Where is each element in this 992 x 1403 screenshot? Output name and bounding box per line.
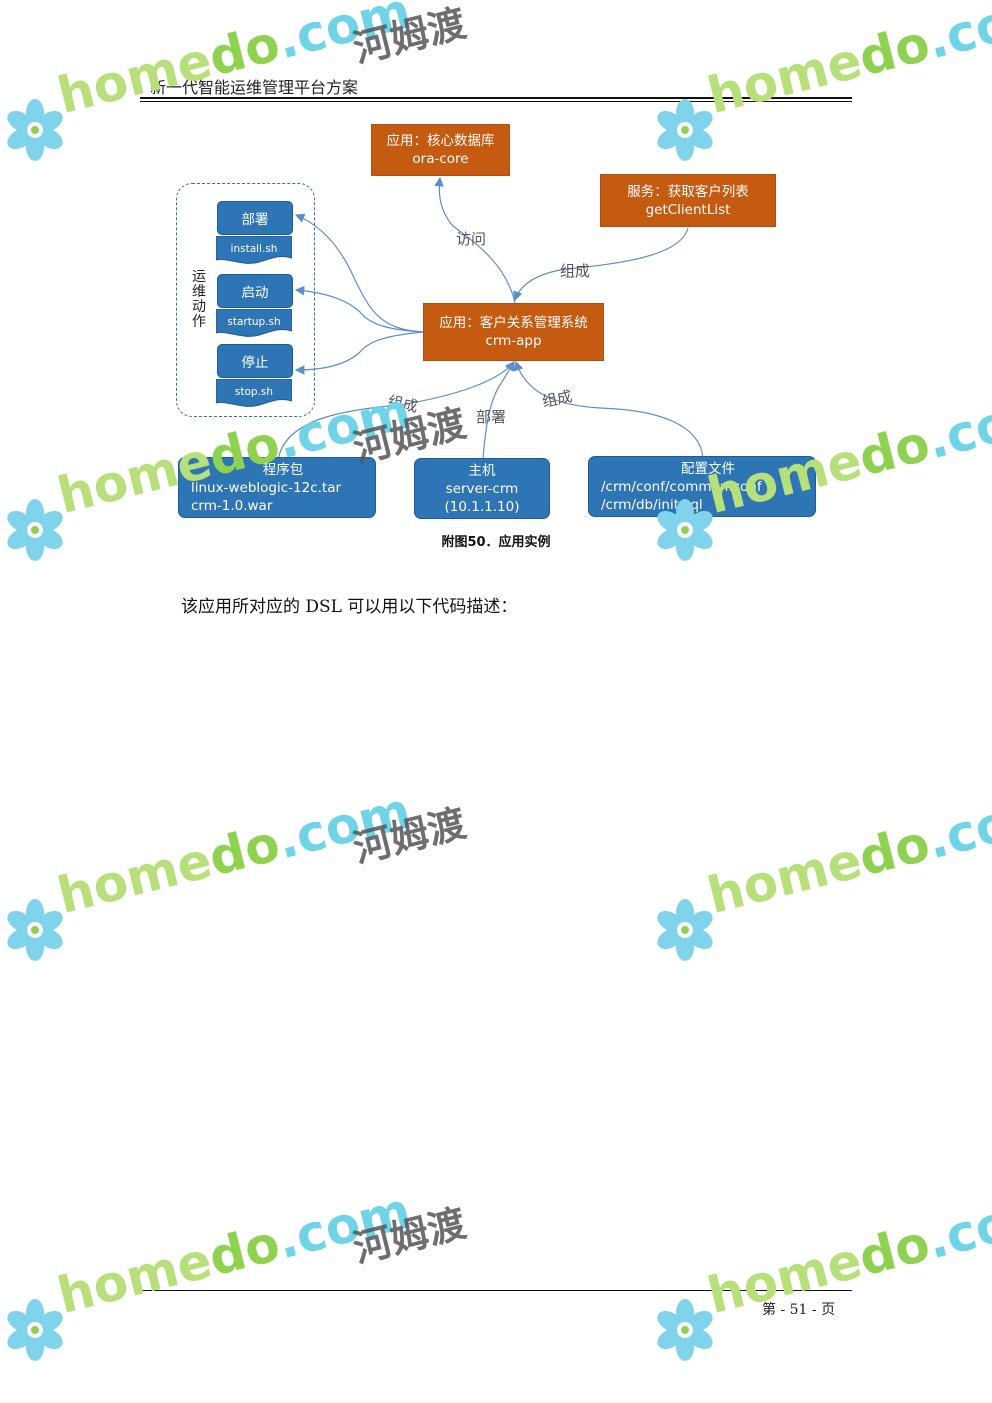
page-number: 第 - 51 - 页: [762, 1302, 836, 1318]
edge-to-deploy: [294, 213, 425, 333]
service-box: 服务：获取客户列表 getClientList: [600, 174, 776, 227]
startup-action: 启动: [217, 274, 293, 308]
package-title: 程序包: [262, 461, 304, 478]
ops-actions-title: 运维动作: [192, 269, 206, 330]
service-title: 服务：获取客户列表: [627, 183, 749, 200]
edge-to-stop: [294, 331, 425, 375]
crm-app-box: 应用：客户关系管理系统 crm-app: [423, 303, 604, 361]
core-database-title: 应用：核心数据库: [386, 133, 495, 149]
edge-label-compose-service: 组成: [560, 262, 591, 280]
edge-compose-package: [277, 361, 515, 461]
watermark-brand: homedo.com: [701, 1181, 992, 1325]
edge-compose-config: [514, 360, 704, 459]
crm-app-title: 应用：客户关系管理系统: [439, 315, 588, 331]
application-diagram: 应用：核心数据库 ora-core 服务：获取客户列表 getClientLis…: [0, 0, 992, 560]
package-box: 程序包 linux-weblogic-12c.tar crm-1.0.war: [178, 457, 376, 518]
flower-icon: [650, 1295, 720, 1369]
figure-caption: 附图50．应用实例: [441, 535, 551, 550]
stop-action: 停止: [217, 344, 293, 378]
config-box: 配置文件 /crm/conf/common.conf /crm/db/init.…: [588, 456, 816, 517]
host-ip: (10.1.1.10): [444, 498, 520, 515]
body-paragraph: 该应用所对应的 DSL 可以用以下代码描述：: [181, 597, 518, 617]
install-script-label: install.sh: [230, 243, 278, 255]
watermark-cn: 河姆渡: [348, 800, 471, 872]
edge-label-deploy-host: 部署: [476, 408, 507, 426]
header-rule-thin: [140, 101, 852, 102]
startup-script: startup.sh: [216, 309, 292, 337]
edge-deploy-host: [482, 360, 515, 461]
config-item-1: /crm/conf/common.conf: [601, 478, 762, 495]
core-database-id: ora-core: [412, 151, 469, 167]
host-box: 主机 server-crm (10.1.1.10): [414, 458, 550, 519]
crm-app-id: crm-app: [485, 333, 542, 349]
flower-icon: [0, 895, 70, 969]
flower-icon: [0, 1295, 70, 1369]
footer-rule: [140, 1290, 852, 1291]
edge-access: [434, 176, 516, 304]
flower-icon: [650, 895, 720, 969]
core-database-box: 应用：核心数据库 ora-core: [371, 124, 510, 176]
service-id: getClientList: [645, 201, 731, 218]
diagram-connectors: [277, 176, 704, 461]
header-rule: [140, 97, 852, 99]
ops-actions-frame: [176, 183, 315, 417]
stop-script-label: stop.sh: [234, 386, 274, 398]
watermark-cn: 河姆渡: [348, 1200, 471, 1272]
stop-script: stop.sh: [216, 379, 292, 407]
config-title: 配置文件: [681, 460, 735, 477]
edge-label-access: 访问: [456, 230, 487, 248]
edge-compose-service: [513, 227, 689, 302]
install-script: install.sh: [216, 236, 292, 264]
host-title: 主机: [468, 462, 496, 479]
package-item-2: crm-1.0.war: [191, 497, 273, 514]
header-title: 新一代智能运维管理平台方案: [150, 78, 359, 97]
watermark-brand: homedo.com: [701, 781, 992, 925]
startup-script-label: startup.sh: [227, 316, 281, 328]
host-name: server-crm: [445, 480, 519, 497]
edge-to-startup: [294, 285, 425, 333]
config-item-2: /crm/db/init.sql: [601, 496, 703, 513]
deploy-action: 部署: [217, 201, 293, 235]
package-item-1: linux-weblogic-12c.tar: [191, 479, 342, 496]
